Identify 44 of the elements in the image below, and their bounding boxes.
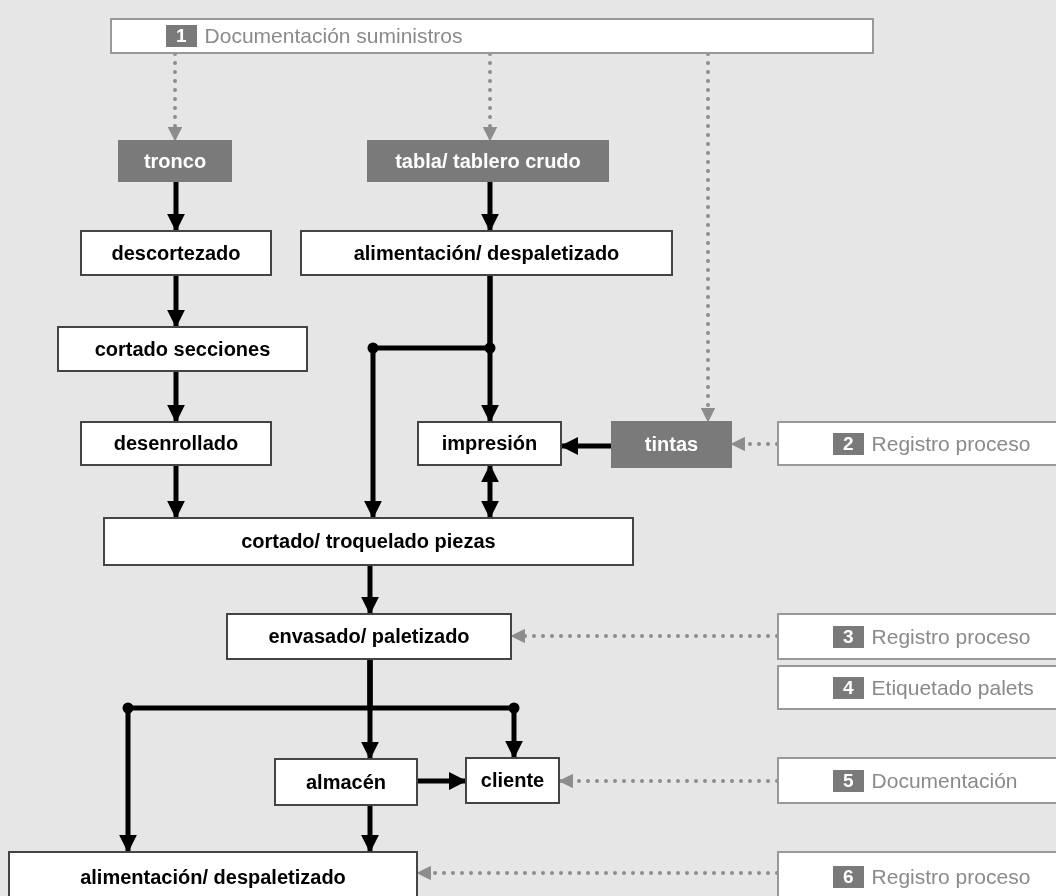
process-box — [300, 230, 673, 276]
process-box — [417, 421, 562, 466]
number-badge: 2 — [833, 432, 864, 455]
number-badge: 5 — [833, 769, 864, 792]
step-label: tronco — [143, 149, 207, 173]
process-box — [274, 758, 418, 806]
document-box — [110, 18, 874, 54]
document-label: Documentación — [871, 768, 1018, 793]
process-box — [465, 757, 560, 804]
step-label: envasado/ paletizado — [268, 625, 470, 648]
document-box — [777, 613, 1056, 660]
document-label: Registro proceso — [871, 865, 1031, 889]
number-badge: 1 — [166, 25, 197, 47]
process-box — [226, 613, 512, 660]
number-badge: 3 — [833, 625, 864, 648]
document-label: Registro proceso — [871, 431, 1031, 456]
number-badge: 4 — [833, 676, 864, 699]
process-box — [103, 517, 634, 566]
document-label: Etiquetado palets — [871, 675, 1034, 700]
process-box — [57, 326, 308, 372]
material-box — [367, 140, 609, 182]
step-label: desenrollado — [113, 432, 239, 455]
process-box — [80, 230, 272, 276]
number-badge: 6 — [833, 866, 864, 888]
document-box — [777, 757, 1056, 804]
process-box — [80, 421, 272, 466]
step-label: tintas — [644, 433, 699, 456]
material-box — [611, 421, 732, 468]
step-label: impresión — [441, 432, 538, 455]
document-box — [777, 421, 1056, 466]
process-box — [8, 851, 418, 896]
document-label: Registro proceso — [871, 624, 1031, 649]
step-label: cortado secciones — [94, 337, 271, 361]
material-box — [118, 140, 232, 182]
step-label: descortezado — [111, 241, 241, 265]
document-box — [777, 851, 1056, 896]
step-label: alimentación/ despaletizado — [80, 865, 346, 889]
step-label: alimentación/ despaletizado — [353, 241, 620, 265]
step-label: tabla/ tablero crudo — [395, 149, 581, 173]
step-label: almacén — [305, 770, 387, 794]
document-box — [777, 665, 1056, 710]
document-label: Documentación suministros — [204, 24, 463, 48]
step-label: cortado/ troquelado piezas — [241, 530, 496, 553]
step-label: cliente — [480, 769, 545, 792]
